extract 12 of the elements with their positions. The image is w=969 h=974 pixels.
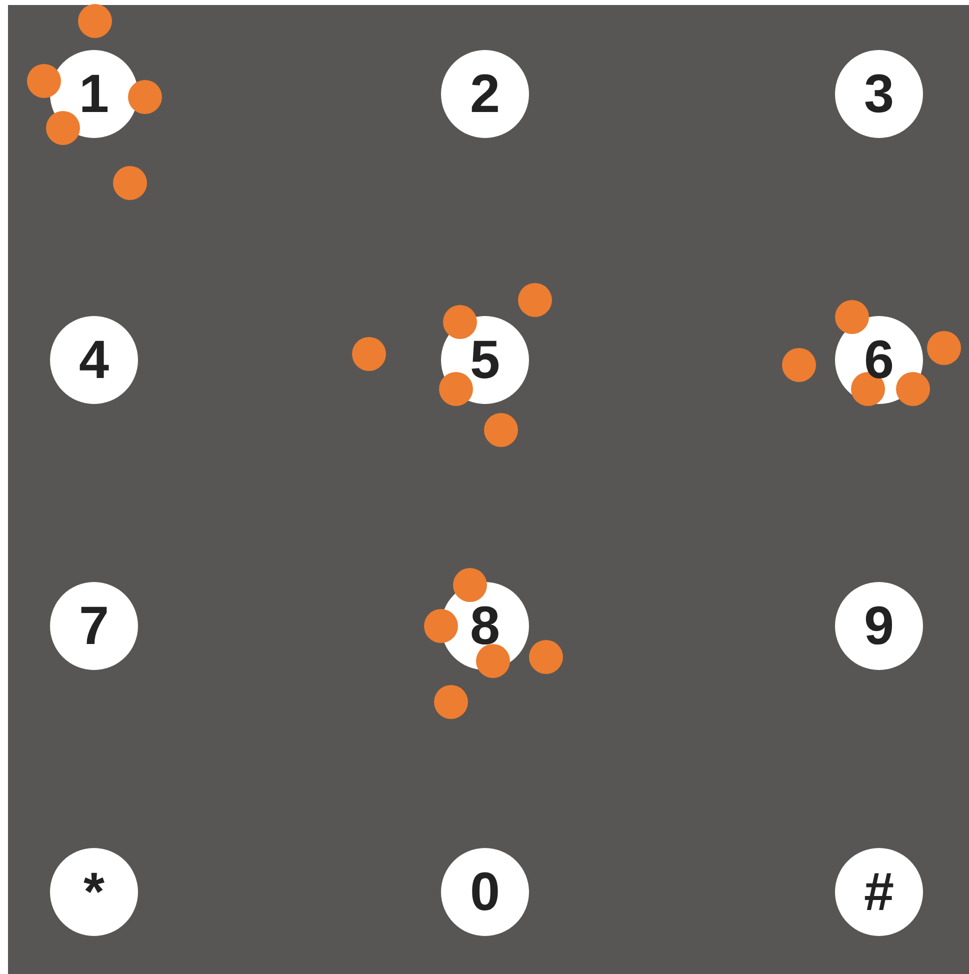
key-symbol: 0 xyxy=(470,861,500,923)
key-symbol: 5 xyxy=(470,329,500,391)
key-symbol: 1 xyxy=(78,63,110,125)
key-symbol: 4 xyxy=(78,329,110,391)
key-symbol: 6 xyxy=(864,329,894,391)
key-symbol: 2 xyxy=(470,63,500,125)
key-symbol: 7 xyxy=(78,595,110,657)
key-symbol: * xyxy=(83,861,104,923)
key-symbol: 8 xyxy=(470,595,500,657)
key-symbol: # xyxy=(864,861,894,923)
key-symbol: 9 xyxy=(864,595,894,657)
key-symbol: 3 xyxy=(864,63,894,125)
